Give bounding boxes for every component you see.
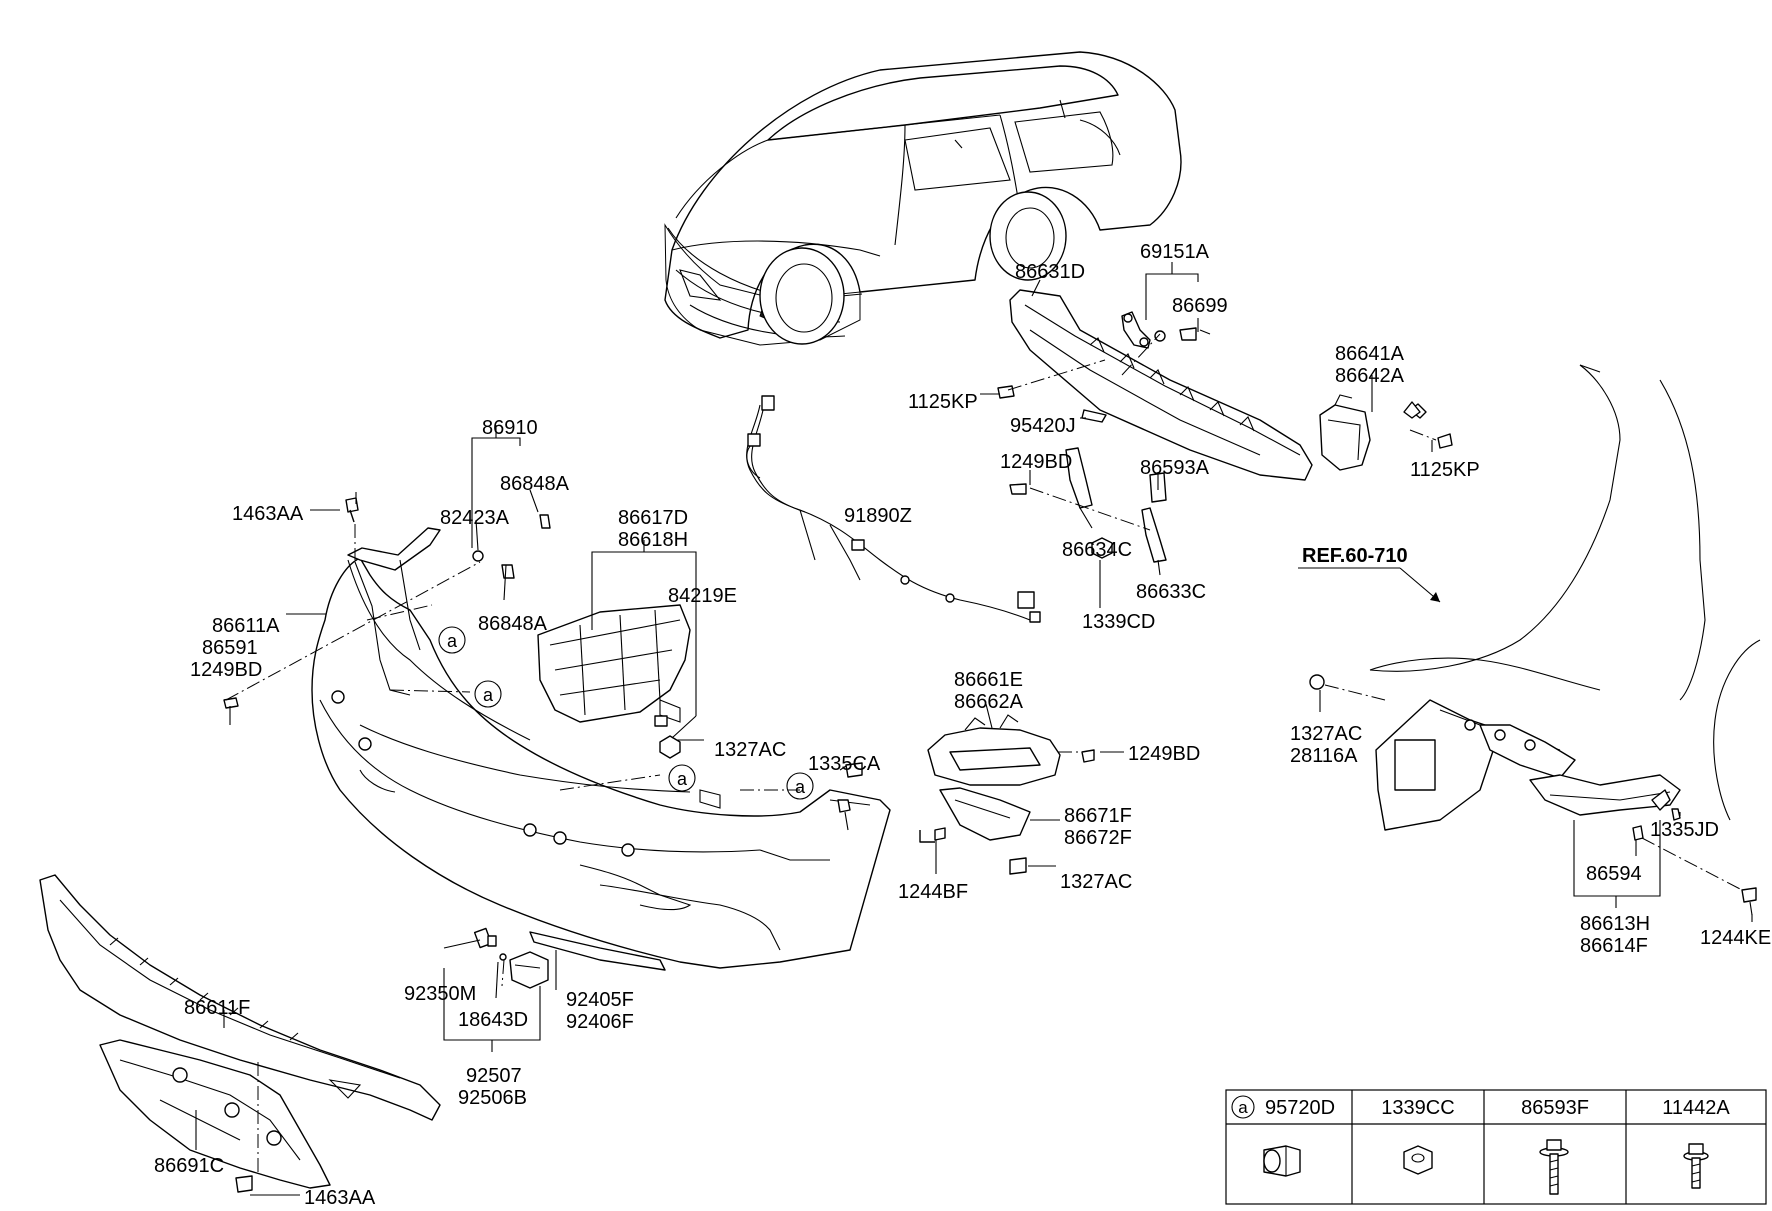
quarter-panel-ref xyxy=(1369,364,1761,821)
label-92506B: 92506B xyxy=(458,1087,527,1109)
label-86910: 86910 xyxy=(482,417,538,439)
label-92406F: 92406F xyxy=(566,1011,634,1033)
label-1249BD-top: 1249BD xyxy=(1000,451,1072,473)
label-86593A: 86593A xyxy=(1140,457,1210,479)
bumper-beam-86631D xyxy=(1009,289,1313,481)
label-1463AA-bottom: 1463AA xyxy=(304,1187,376,1209)
assembly-lines xyxy=(225,329,1743,1176)
label-1327AC-bottom: 1327AC xyxy=(1060,871,1132,893)
label-ref-60-710: REF.60-710 xyxy=(1302,545,1408,567)
label-1244KE: 1244KE xyxy=(1700,927,1771,949)
bracket-69151A xyxy=(1121,311,1166,349)
wiring-harness-91890Z xyxy=(746,395,1041,623)
label-1463AA-top: 1463AA xyxy=(232,503,304,525)
label-1339CD: 1339CD xyxy=(1082,611,1155,633)
skid-plate-86691C xyxy=(99,1039,331,1189)
part-labels: 86631D 69151A 86699 86641A 86642A 1125KP… xyxy=(154,241,1771,1209)
bracket-86641A xyxy=(1319,394,1371,471)
legend-col-3: 86593F xyxy=(1521,1097,1589,1119)
nut-icon xyxy=(1403,1145,1433,1175)
label-1249BD-right: 1249BD xyxy=(1128,743,1200,765)
label-28116A: 28116A xyxy=(1290,745,1358,767)
label-69151A: 69151A xyxy=(1140,241,1210,263)
lower-trim-86611F xyxy=(39,874,441,1121)
label-86642A: 86642A xyxy=(1335,365,1405,387)
label-18643D: 18643D xyxy=(458,1009,528,1031)
label-1327AC-right: 1327AC xyxy=(1290,723,1362,745)
legend-col-4: 11442A xyxy=(1662,1097,1730,1119)
legend-a-mark: a xyxy=(1238,1098,1248,1117)
label-86691C: 86691C xyxy=(154,1155,224,1177)
bolt-washer-icon xyxy=(1539,1139,1569,1195)
label-86611F: 86611F xyxy=(184,997,250,1019)
car-illustration xyxy=(664,51,1182,346)
label-86618H: 86618H xyxy=(618,529,688,551)
label-1335JD: 1335JD xyxy=(1650,819,1719,841)
label-86848A-bottom: 86848A xyxy=(478,613,548,635)
circle-a-3: a xyxy=(677,769,688,789)
leader-lines xyxy=(195,262,1753,1196)
label-86591: 86591 xyxy=(202,637,258,659)
label-82423A: 82423A xyxy=(440,507,510,529)
bumper-cover-86611A xyxy=(311,557,891,969)
label-91890Z: 91890Z xyxy=(844,505,912,527)
label-1249BD-left: 1249BD xyxy=(190,659,262,681)
label-86699: 86699 xyxy=(1172,295,1228,317)
legend-col-2: 1339CC xyxy=(1381,1097,1454,1119)
label-86614F: 86614F xyxy=(1580,935,1648,957)
label-92507: 92507 xyxy=(466,1065,522,1087)
label-86672F: 86672F xyxy=(1064,827,1132,849)
label-1327AC-mid: 1327AC xyxy=(714,739,786,761)
label-86848A-top: 86848A xyxy=(500,473,570,495)
license-lamp-92507 xyxy=(473,927,549,989)
circle-a-1: a xyxy=(447,631,458,651)
legend-col-1: 95720D xyxy=(1265,1097,1335,1119)
label-1125KP-left: 1125KP xyxy=(908,391,978,413)
parking-sensor-icon xyxy=(1263,1145,1301,1177)
label-92405F: 92405F xyxy=(566,989,634,1011)
bumper-bracket-86910 xyxy=(347,527,441,696)
label-1335CA: 1335CA xyxy=(808,753,881,775)
legend-table: a 95720D 1339CC 86593F 11442A xyxy=(1225,1089,1767,1205)
reflector-92405F xyxy=(529,931,666,971)
circle-markers: a a a a xyxy=(438,626,814,800)
label-1125KP-right: 1125KP xyxy=(1410,459,1480,481)
label-86641A: 86641A xyxy=(1335,343,1405,365)
label-86671F: 86671F xyxy=(1064,805,1132,827)
deflector-86671F xyxy=(939,787,1031,841)
label-86662A: 86662A xyxy=(954,691,1024,713)
label-95420J: 95420J xyxy=(1010,415,1076,437)
circle-a-4: a xyxy=(795,777,806,797)
label-86617D: 86617D xyxy=(618,507,688,529)
energy-absorber-84219E xyxy=(537,604,691,759)
label-86611A: 86611A xyxy=(212,615,280,637)
side-bracket-86613H xyxy=(1375,699,1681,831)
exhaust-trim-86661E xyxy=(927,714,1061,786)
label-1244BF: 1244BF xyxy=(898,881,968,903)
label-86613H: 86613H xyxy=(1580,913,1650,935)
fasteners-left xyxy=(223,497,1095,1193)
label-92350M: 92350M xyxy=(404,983,476,1005)
label-86594: 86594 xyxy=(1586,863,1642,885)
circle-a-2: a xyxy=(483,685,494,705)
label-86661E: 86661E xyxy=(954,669,1023,691)
label-84219E: 84219E xyxy=(668,585,737,607)
label-86631D: 86631D xyxy=(1015,261,1085,283)
bolt-icon xyxy=(1683,1143,1709,1189)
label-86634C: 86634C xyxy=(1062,539,1132,561)
label-86633C: 86633C xyxy=(1136,581,1206,603)
